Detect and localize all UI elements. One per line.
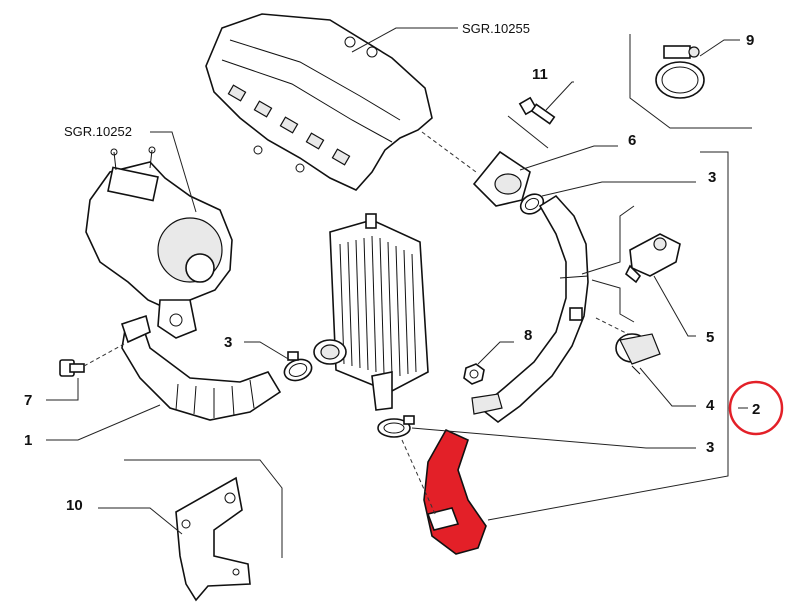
bolt-7[interactable]: [59, 359, 85, 377]
pipe-2-highlight[interactable]: [423, 428, 487, 555]
part-label-11: 11: [532, 66, 548, 83]
part-label-8: 8: [524, 327, 532, 344]
red-hose-segment: [423, 428, 487, 555]
part-label-5: 5: [706, 329, 714, 346]
part-label-3-lower: 3: [706, 439, 714, 456]
flange-6[interactable]: [472, 150, 531, 207]
clamp-3-upper[interactable]: [517, 190, 547, 218]
intercooler[interactable]: [313, 213, 429, 411]
highlight-circle: [728, 380, 784, 436]
sensor-5[interactable]: [624, 233, 681, 284]
bolt-11[interactable]: [518, 96, 556, 125]
part-label-7: 7: [24, 392, 32, 409]
part-label-6: 6: [628, 132, 636, 149]
part-label-2: 2: [752, 401, 760, 418]
part-label-9: 9: [746, 32, 754, 49]
part-label-3-left: 3: [224, 334, 232, 351]
nut-8[interactable]: [463, 363, 485, 385]
clamp-4[interactable]: [615, 333, 661, 375]
part-label-10: 10: [66, 497, 83, 514]
clamp-3-left[interactable]: [281, 351, 314, 384]
part-label-1: 1: [24, 432, 32, 449]
clamp-9[interactable]: [655, 45, 705, 99]
clamp-3-lower[interactable]: [377, 415, 415, 438]
pipe-2-upper[interactable]: [471, 194, 589, 424]
turbo-ref-label: SGR.10252: [64, 124, 132, 139]
manifold-ref-label: SGR.10255: [462, 21, 530, 36]
turbocharger[interactable]: [85, 146, 233, 339]
hose-1[interactable]: [120, 314, 282, 421]
part-label-4: 4: [706, 397, 715, 414]
part-label-3-upper: 3: [708, 169, 716, 186]
intake-manifold[interactable]: [205, 13, 433, 191]
bracket-10[interactable]: [175, 476, 251, 602]
